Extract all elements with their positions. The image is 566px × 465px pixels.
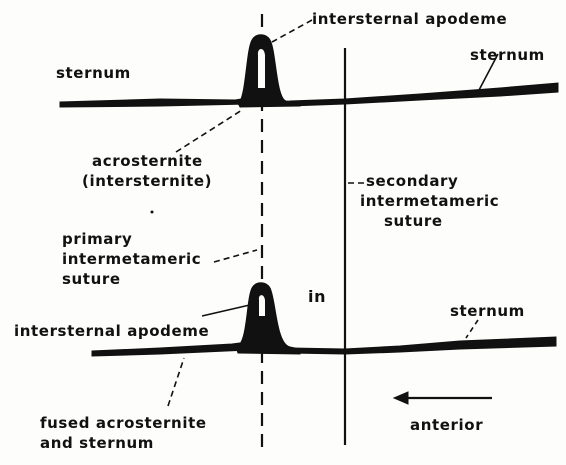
stray-dot: [150, 210, 154, 214]
top-right-sternum-plate: [289, 82, 559, 107]
leader-bottom-apodeme: [201, 303, 255, 317]
bottom-apodeme-peak: [235, 282, 301, 355]
top-sternum-profile: [59, 34, 559, 108]
leader-lines: [167, 19, 499, 407]
leader-acrosternite: [175, 109, 243, 153]
label-intersternal-apodeme-bottom: intersternal apodeme: [14, 322, 209, 340]
label-secondary-line1: secondary: [366, 172, 458, 190]
leader-top-sternum-right: [477, 53, 499, 93]
top-apodeme-hollow: [257, 48, 265, 88]
label-sternum-right-bottom: sternum: [450, 302, 525, 320]
label-intersternal-apodeme-top: intersternal apodeme: [312, 10, 507, 28]
label-in: in: [308, 287, 326, 306]
label-intersternite: (intersternite): [82, 172, 212, 190]
label-primary-line1: primary: [62, 230, 132, 248]
leader-primary-suture: [213, 249, 258, 263]
top-left-sternum-plate: [59, 97, 249, 108]
anterior-arrow: [392, 391, 492, 405]
label-secondary-line3: suture: [384, 212, 443, 230]
label-fused-line2: and sternum: [40, 434, 154, 452]
bottom-left-sternum-plate: [91, 341, 249, 357]
bottom-sternum-profile: [91, 282, 557, 357]
label-fused-line1: fused acrosternite: [40, 414, 207, 432]
label-primary-line3: suture: [62, 270, 121, 288]
top-apodeme-peak: [237, 34, 301, 108]
bottom-right-sternum-plate: [289, 336, 557, 355]
label-sternum-right-top: sternum: [470, 46, 545, 64]
label-secondary-line2: intermetameric: [360, 192, 499, 210]
label-sternum-left-top: sternum: [56, 64, 131, 82]
leader-bottom-sternum-right: [465, 319, 479, 339]
label-acrosternite: acrosternite: [92, 152, 203, 170]
leader-fused: [167, 357, 185, 407]
label-primary-line2: intermetameric: [62, 250, 201, 268]
label-anterior: anterior: [410, 416, 483, 434]
leader-top-apodeme: [271, 19, 313, 43]
bottom-apodeme-hollow: [258, 295, 265, 316]
